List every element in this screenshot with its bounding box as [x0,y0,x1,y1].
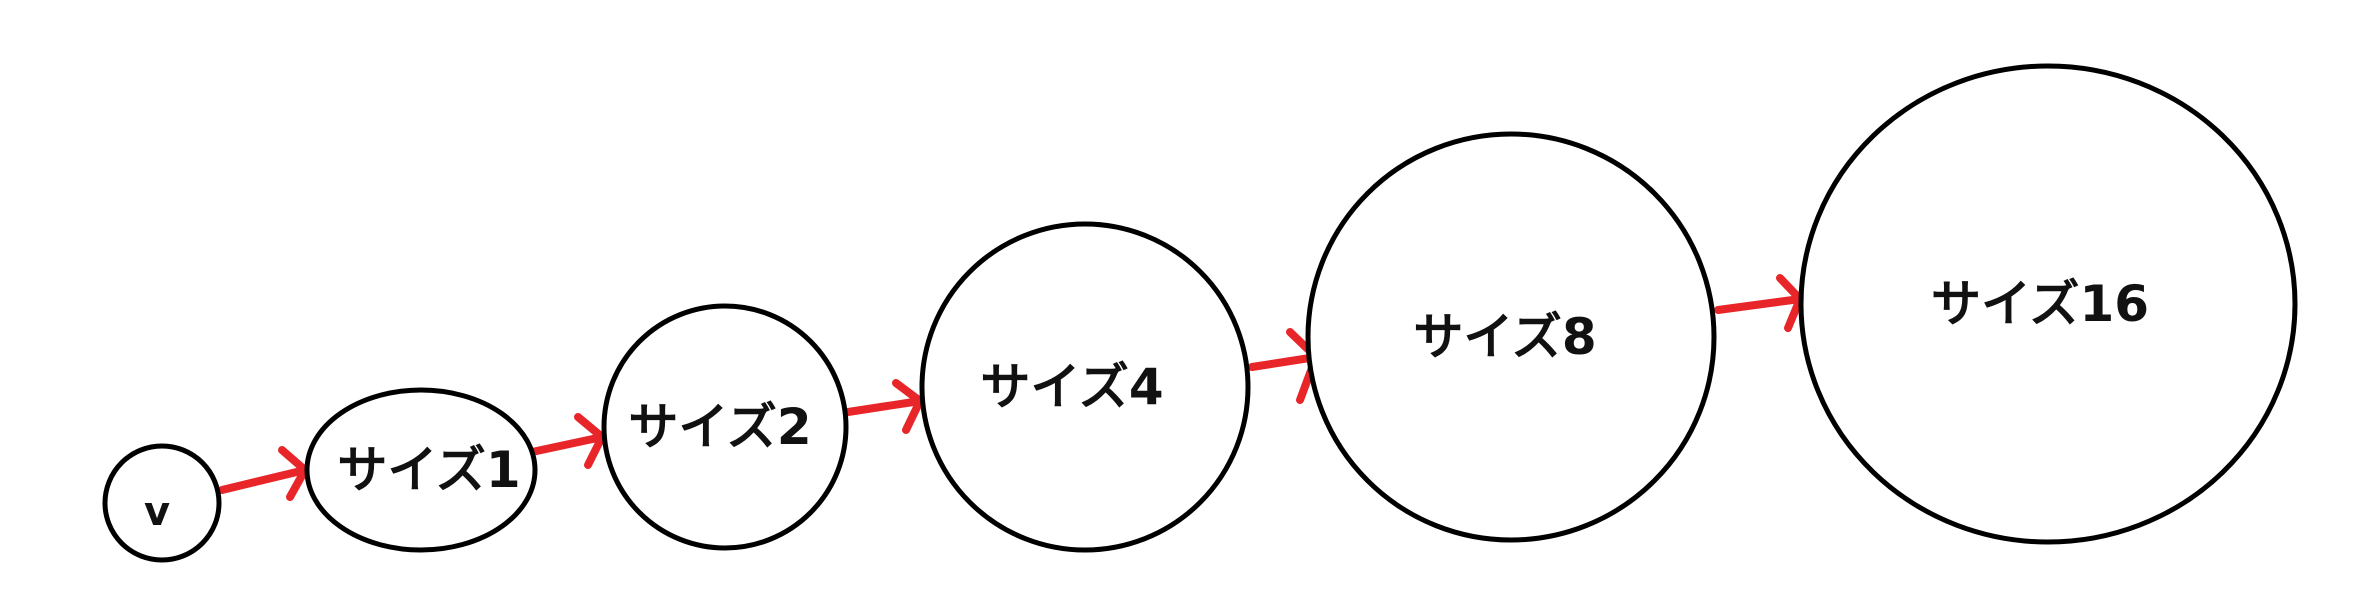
node-size2: サイズ2 [601,303,849,551]
edge-v-to-size1 [218,446,309,501]
node-size4-label: サイズ4 [980,358,1163,416]
node-size16: サイズ16 [1798,63,2298,545]
node-size1: サイズ1 [304,387,538,553]
node-size4: サイズ4 [919,221,1251,553]
node-v-label: v [144,489,170,535]
node-size8: サイズ8 [1305,131,1717,543]
edge-size8-to-size16 [1714,274,1804,332]
edge-size2-to-size4 [844,379,924,434]
node-size1-label: サイズ1 [337,441,520,499]
node-size2-label: サイズ2 [628,398,811,456]
edge-size1-to-size2 [528,413,606,469]
node-size8-label: サイズ8 [1413,308,1596,366]
node-v: v [102,443,222,563]
node-size16-label: サイズ16 [1931,275,2149,333]
